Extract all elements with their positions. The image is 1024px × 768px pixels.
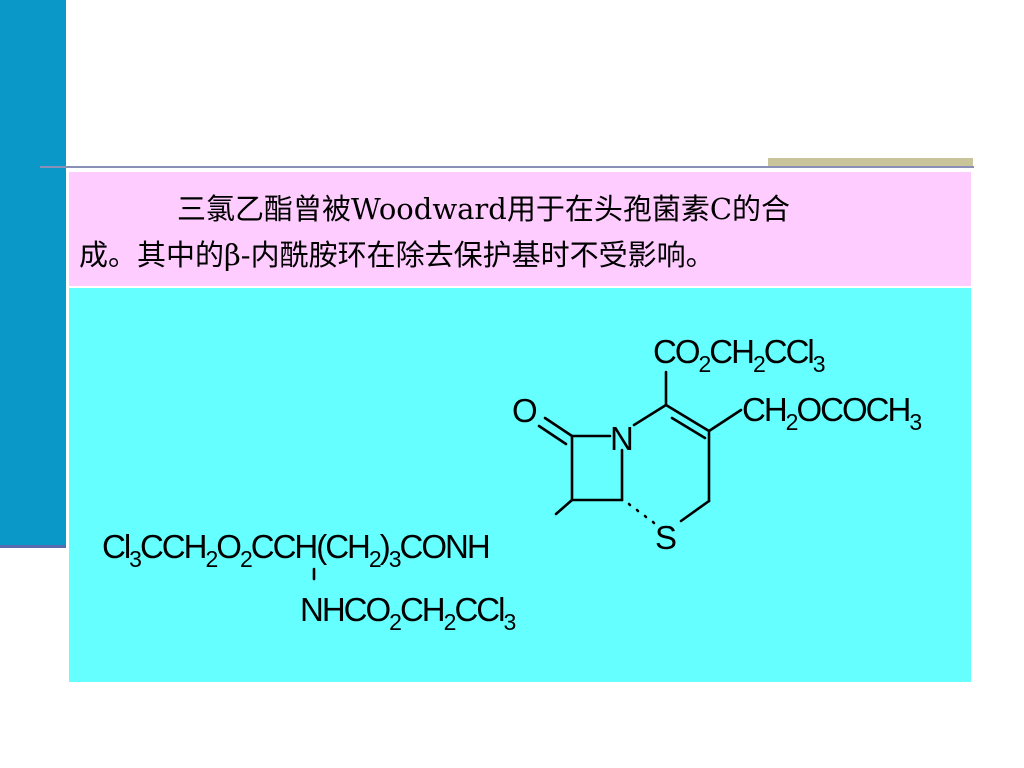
structure-diagram-panel: CO2CH2CCl3 CH2OCOCH3 O N S Cl3CCH2O2CCH(…: [69, 288, 971, 682]
bond-c4-c3-double: [670, 416, 707, 440]
bond-carbonyl-1: [543, 416, 574, 438]
top-divider-line: [40, 166, 974, 168]
bond-c2-s: [679, 499, 711, 523]
bond-c4-c3: [664, 403, 711, 433]
bonds: [312, 370, 743, 581]
bond-c7-nh: [554, 498, 574, 516]
nitrogen-atom: N: [610, 420, 634, 457]
description-text-box: 三氯乙酯曾被Woodward用于在头孢菌素C的合 成。其中的β-内酰胺环在除去保…: [69, 172, 971, 286]
top-ester-group: CO2CH2CCl3: [653, 333, 825, 377]
bond-n-c4: [632, 403, 668, 427]
left-accent-bar: [0, 0, 66, 548]
acetoxymethyl-group: CH2OCOCH3: [742, 391, 921, 435]
cephalosporin-structure: CO2CH2CCl3 CH2OCOCH3 O N S Cl3CCH2O2CCH(…: [102, 333, 923, 635]
lower-carbamate-group: NHCO2CH2CCl3: [300, 591, 515, 635]
sulfur-atom: S: [655, 519, 677, 556]
oxygen-atom: O: [512, 392, 538, 429]
description-line-1: 三氯乙酯曾被Woodward用于在头孢菌素C的合: [177, 192, 791, 226]
hashed-bond-c6-s: [627, 502, 656, 525]
bond-c3-ch2: [707, 408, 743, 433]
top-right-accent-block: [768, 158, 973, 166]
bond-carbonyl-2: [537, 424, 568, 446]
description-line-2: 成。其中的β-内酰胺环在除去保护基时不受影响。: [79, 238, 715, 272]
side-chain-group: Cl3CCH2O2CCH(CH2)3CONH: [102, 528, 489, 572]
